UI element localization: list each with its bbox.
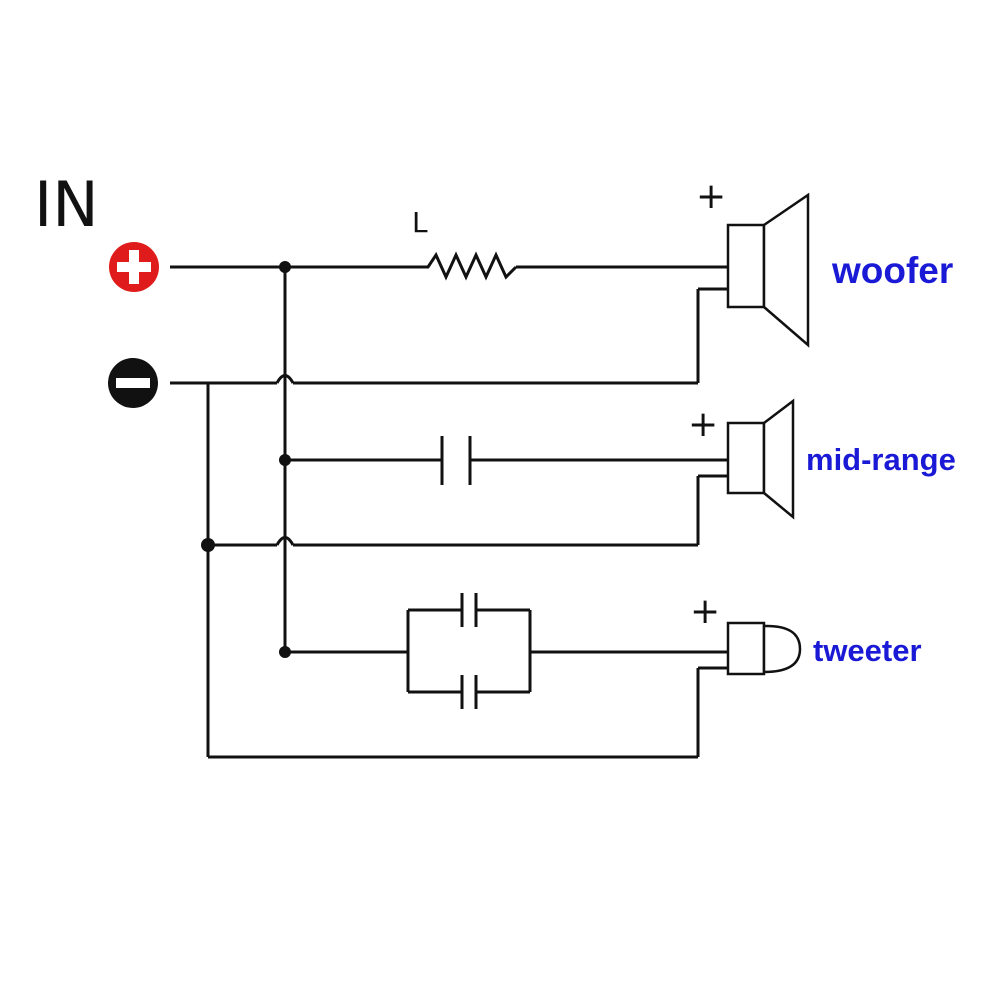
midrange-label: mid-range <box>806 442 956 477</box>
tweeter-polarity: + <box>690 591 720 632</box>
inductor-label: L <box>412 206 428 239</box>
junction-dot <box>279 454 291 466</box>
midrange-speaker-icon <box>726 398 795 520</box>
negative-terminal-icon <box>108 358 158 408</box>
tweeter-capacitor-bottom <box>460 675 478 709</box>
junction-dot <box>279 261 291 273</box>
woofer-polarity: + <box>696 176 726 217</box>
woofer-speaker-icon <box>726 192 810 348</box>
midrange-negative-wire <box>208 474 728 547</box>
junction-dot <box>201 538 215 552</box>
junction-dot <box>279 646 291 658</box>
negative-wire <box>170 287 728 385</box>
input-title: IN <box>34 168 99 241</box>
midrange-polarity: + <box>688 404 718 445</box>
inductor <box>420 251 518 281</box>
midrange-capacitor <box>440 436 472 485</box>
tweeter-label: tweeter <box>813 633 922 668</box>
tweeter-negative-wire <box>208 666 728 759</box>
tweeter-positive-wire <box>285 608 728 694</box>
woofer-label: woofer <box>831 250 953 291</box>
tweeter-capacitor-top <box>460 593 478 627</box>
positive-terminal-icon <box>109 242 159 292</box>
tweeter-speaker-icon <box>726 621 802 676</box>
